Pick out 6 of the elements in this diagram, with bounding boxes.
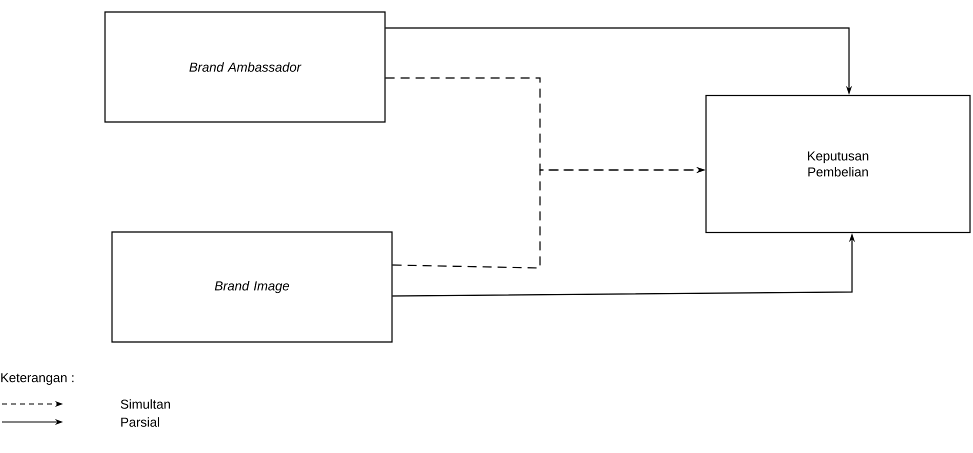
legend-text: Parsial: [121, 417, 160, 427]
box: Brand Image: [111, 231, 393, 343]
box: Keputusan Pembelian: [705, 94, 971, 234]
legend-title: Keterangan :: [1, 373, 74, 385]
box: Brand Ambassador: [104, 11, 386, 123]
legend-text: Simultan: [120, 399, 170, 409]
